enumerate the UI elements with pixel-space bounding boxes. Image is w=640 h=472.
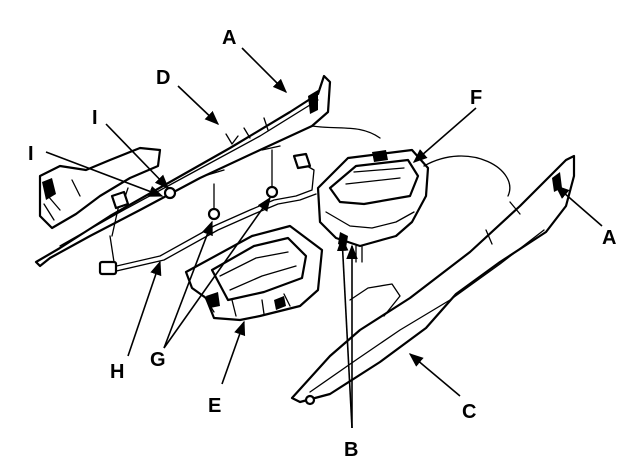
callout-a-right: A (602, 227, 616, 249)
panel-d (34, 74, 332, 268)
routing-cable (311, 125, 381, 139)
callout-d: D (156, 67, 170, 89)
callout-c: C (462, 401, 476, 423)
tray-e (184, 224, 324, 322)
clip-g-right (265, 185, 279, 199)
callout-i-lower: I (28, 143, 34, 165)
clip-g-left (207, 207, 221, 221)
harness-h (98, 145, 317, 276)
callout-f: F (470, 87, 482, 109)
leader-lines (45, 47, 603, 429)
screw-i (163, 186, 177, 200)
routing-cable (423, 155, 511, 197)
callout-e: E (208, 395, 221, 417)
callout-b: B (344, 439, 358, 461)
callout-i-upper: I (92, 107, 98, 129)
callout-a-top: A (222, 27, 236, 49)
callout-g: G (150, 349, 166, 371)
console-box-f (316, 148, 430, 263)
callout-h: H (110, 361, 124, 383)
